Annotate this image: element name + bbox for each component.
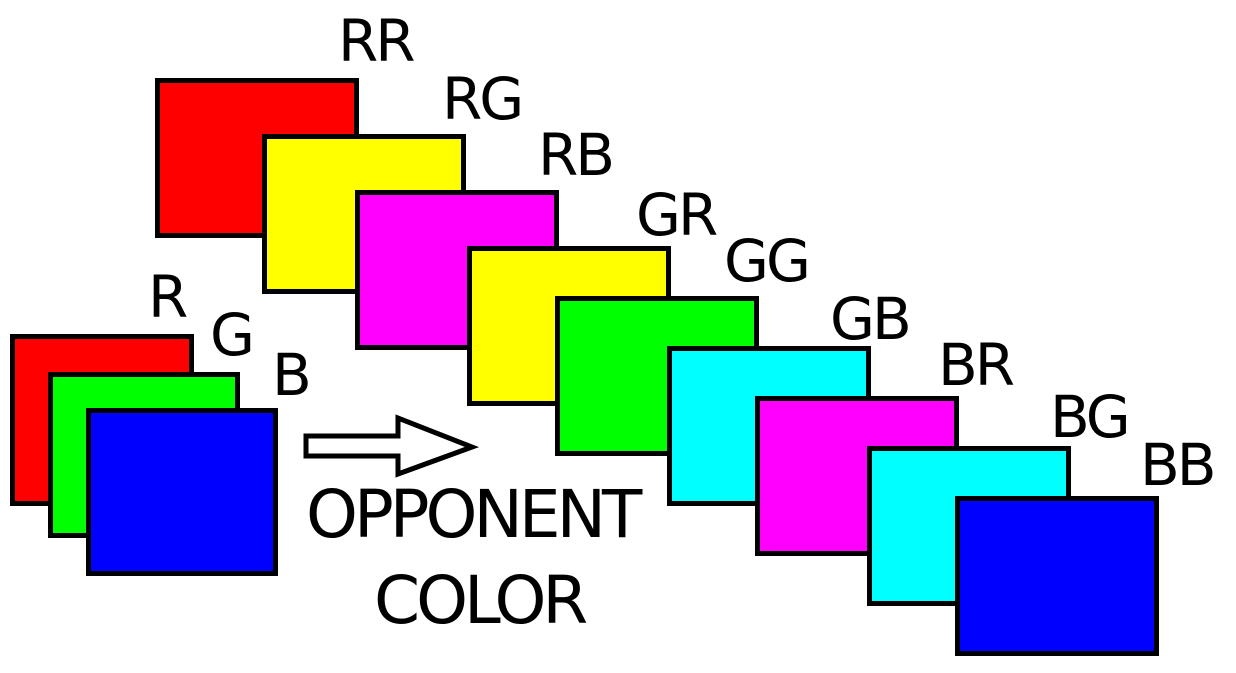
caption-line-2: COLOR — [374, 562, 588, 639]
label-rg: RG — [442, 65, 524, 133]
square-bb — [955, 496, 1159, 656]
label-br: BR — [938, 331, 1015, 399]
right-arrow-icon — [303, 414, 480, 478]
label-gb: GB — [830, 285, 912, 353]
label-g: G — [210, 301, 255, 369]
label-bg: BG — [1050, 383, 1131, 451]
label-rr: RR — [338, 7, 416, 75]
label-rb: RB — [538, 121, 615, 189]
label-bb: BB — [1140, 431, 1217, 499]
label-b: B — [272, 341, 312, 409]
square-b — [86, 408, 278, 576]
caption-line-1: OPPONENT — [306, 476, 642, 553]
label-r: R — [148, 263, 188, 331]
label-gg: GG — [724, 227, 811, 295]
label-gr: GR — [636, 181, 718, 249]
